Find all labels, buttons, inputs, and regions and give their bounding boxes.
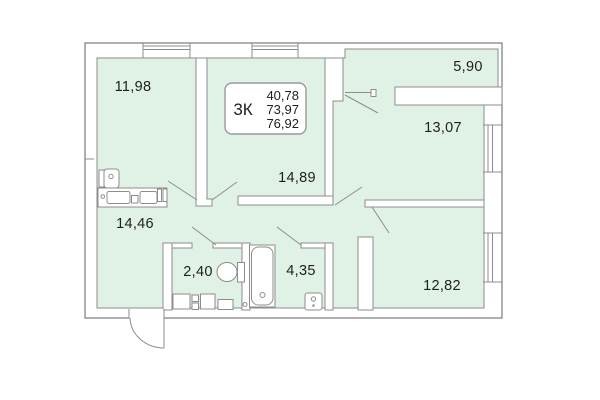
- room-area-right: 13,07: [424, 120, 462, 136]
- kitchen-sink: [98, 168, 120, 189]
- door-swing-room13: [334, 186, 363, 206]
- kitchen-counter: [97, 187, 168, 208]
- area-value-3: 76,92: [266, 116, 299, 131]
- wall-wc-left: [162, 242, 173, 311]
- room-area-bath: 4,35: [286, 263, 315, 279]
- wall-room14-bottom: [237, 195, 334, 206]
- wall-wc-top-right: [212, 242, 243, 249]
- room-area-kitchen: 14,46: [116, 216, 154, 232]
- room-area-center: 14,89: [278, 170, 316, 186]
- room-area-balcony: 5,90: [453, 59, 482, 75]
- room-labels: 11,98 14,89 5,90 13,07 14,46 2,40 4,35 1…: [115, 59, 483, 294]
- window-living: [142, 43, 191, 58]
- door-swing-bath: [276, 226, 302, 246]
- windows: [142, 43, 502, 283]
- wall-balcony-bottom: [394, 86, 503, 106]
- wall-bath-right: [324, 242, 334, 311]
- room-area-bottom: 12,82: [423, 278, 461, 294]
- bathtub: [249, 244, 276, 308]
- balcony-door: [344, 89, 379, 114]
- door-swing-room12: [371, 206, 390, 234]
- wall-living-room14: [195, 57, 213, 207]
- room-area-living: 11,98: [115, 79, 152, 95]
- info-card-box: [224, 82, 307, 135]
- fixtures: [97, 168, 323, 311]
- interior-walls: [85, 57, 503, 311]
- room-area-wc: 2,40: [183, 264, 212, 280]
- window-room12: [483, 232, 502, 283]
- wall-room13-room12: [364, 199, 485, 208]
- wall-wc-top-left: [171, 242, 193, 249]
- door-swing-wc: [191, 226, 217, 246]
- apartment-type-label: 3К: [233, 100, 252, 119]
- wc-cabinets: [172, 293, 248, 310]
- toilet: [216, 262, 245, 283]
- door-swing-kitchen: [167, 180, 198, 201]
- wall-room12-left: [357, 236, 374, 311]
- window-room13: [483, 124, 502, 173]
- bathroom-sink: [304, 292, 323, 311]
- window-room14: [251, 43, 299, 58]
- entrance-door: [128, 309, 165, 349]
- door-swing-room14: [211, 181, 238, 201]
- doors: [128, 89, 390, 349]
- area-value-1: 40,78: [266, 88, 299, 103]
- apartment-info-card: 3К 40,78 73,97 76,92: [224, 82, 307, 135]
- area-value-2: 73,97: [266, 102, 299, 117]
